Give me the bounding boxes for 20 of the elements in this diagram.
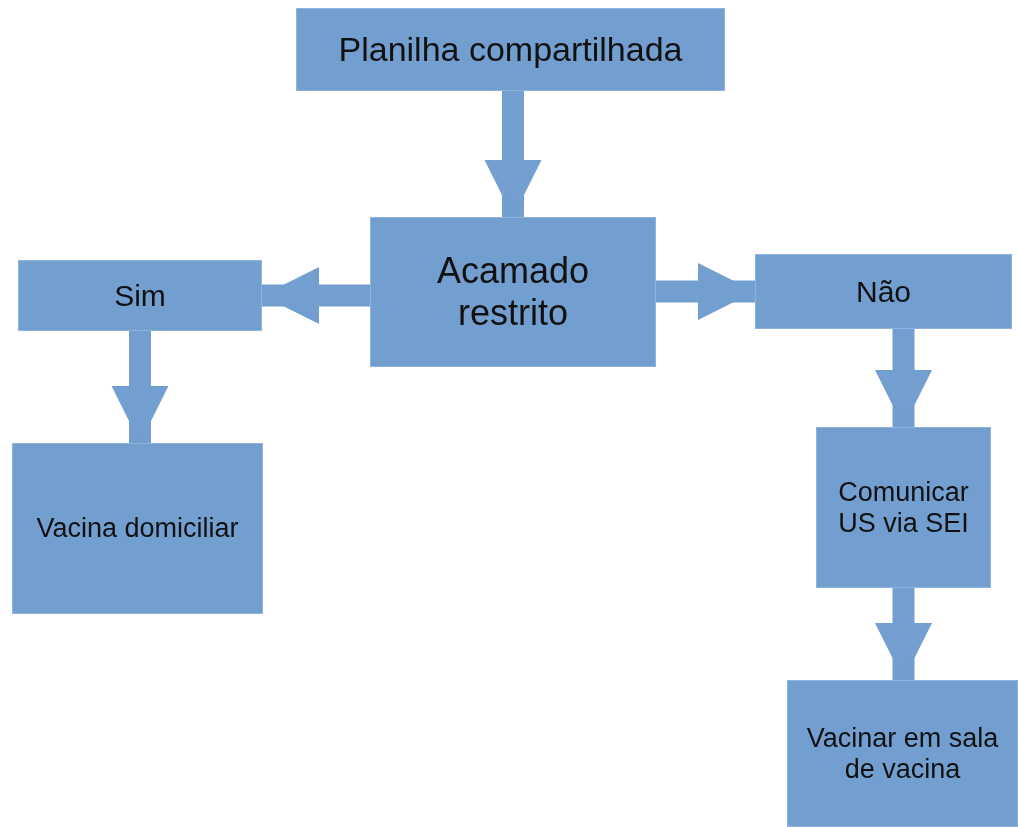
box-label: Planilha compartilhada: [338, 30, 683, 69]
block-arrow: [111, 331, 169, 443]
process-box: [370, 217, 656, 367]
box-label: Não: [855, 274, 911, 309]
block-arrow: [874, 329, 933, 427]
process-box: [787, 680, 1018, 827]
box-label: Acamado restrito: [435, 250, 591, 334]
process-box: [18, 260, 262, 331]
box-label: Sim: [114, 278, 166, 313]
block-arrow: [484, 91, 542, 217]
process-box: [296, 8, 725, 91]
box-label: Vacina domiciliar: [36, 513, 239, 544]
box-label: Comunicar US via SEI: [837, 476, 970, 539]
box-label: Vacinar em sala de vacina: [805, 722, 1000, 785]
process-box: [12, 443, 263, 614]
block-arrow: [262, 266, 370, 325]
process-box: [816, 427, 991, 588]
block-arrow: [874, 588, 933, 680]
block-arrow: [656, 262, 755, 321]
process-box: [755, 254, 1012, 329]
